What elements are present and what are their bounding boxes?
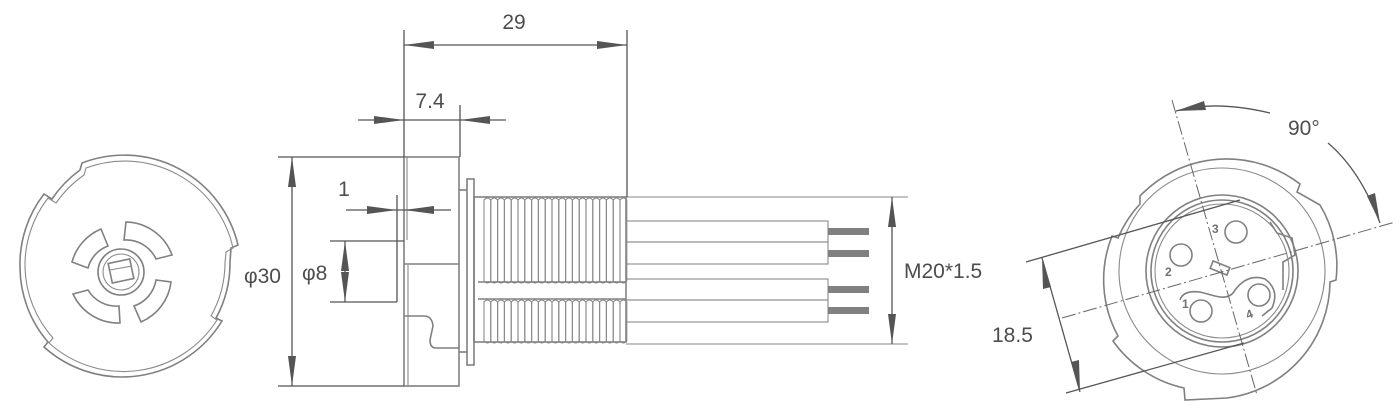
center-ring-inner: [102, 253, 140, 291]
center-key: [107, 257, 135, 285]
contact-segments: [71, 221, 174, 324]
rear-inner-ring: [1145, 194, 1299, 348]
pin-2-hole: [1169, 243, 1193, 267]
threaded-body: [473, 196, 627, 343]
center-ring: [97, 248, 145, 296]
latch-notch: [404, 315, 459, 349]
outer-ring-inner: [24, 160, 234, 373]
rear-outer-ring: [1102, 158, 1338, 401]
flange-body: [403, 156, 460, 387]
center-key: [1209, 259, 1231, 277]
front-view: [19, 154, 239, 378]
dim-outer-diameter: φ30: [244, 265, 281, 288]
pin-4-hole: [1247, 283, 1271, 307]
pin-1-hole: [1189, 299, 1213, 323]
pin-3-hole: [1224, 220, 1248, 244]
dim-overall-length: 29: [502, 11, 525, 34]
pin-1-label: 1: [1182, 297, 1189, 311]
dim-inner-diameter: φ8: [302, 262, 327, 285]
dim-flange-width: 7.4: [415, 90, 445, 113]
side-view: [403, 156, 908, 387]
washer: [466, 178, 475, 366]
pin-divider: [1179, 276, 1276, 317]
thread-upper: [483, 197, 628, 284]
dim-thread: M20*1.5: [904, 260, 982, 283]
dim-step-offset: 1: [338, 178, 350, 201]
pin-3-label: 3: [1212, 222, 1219, 236]
outer-ring: [19, 154, 239, 378]
dim-rotation-angle: 90°: [1288, 117, 1320, 140]
pin-2-label: 2: [1165, 265, 1172, 279]
rear-pin-view: 3 2 1 4: [1061, 99, 1396, 401]
horizontal-axis: [1061, 221, 1396, 319]
thread-lower: [483, 299, 628, 344]
rear-key-notch: [1269, 221, 1296, 290]
side-dimensions: 29 7.4 1 φ30 φ8 M20*1.5: [244, 11, 982, 387]
pin-leads: [625, 196, 908, 345]
center-key-line: [109, 265, 133, 271]
pin-4-label: 4: [1244, 306, 1255, 322]
rear-dimensions: 18.5 90°: [992, 101, 1381, 394]
dim-pin-span: 18.5: [992, 324, 1033, 347]
rear-middle-ring: [1118, 167, 1326, 375]
vertical-axis: [1171, 99, 1258, 396]
